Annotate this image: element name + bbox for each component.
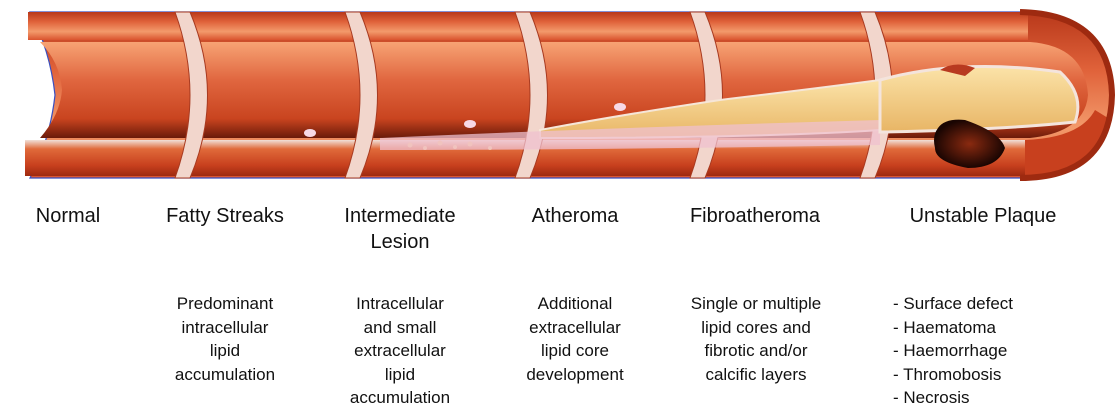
stage-desc-fatty-streaks: Predominant intracellular lipid accumula… [145, 292, 305, 386]
artery-cross-section-illustration [0, 0, 1119, 190]
stage-desc-atheroma: Additional extracellular lipid core deve… [505, 292, 645, 386]
stage-title-unstable-plaque: Unstable Plaque [888, 203, 1078, 229]
stage-desc-unstable-plaque: - Surface defect - Haematoma - Haemorrha… [893, 292, 1093, 410]
stage-title-intermediate-lesion: Intermediate Lesion [325, 203, 475, 255]
stage-desc-intermediate-lesion: Intracellular and small extracellular li… [325, 292, 475, 410]
stage-title-fatty-streaks: Fatty Streaks [145, 203, 305, 229]
stage-desc-fibroatheroma: Single or multiple lipid cores and fibro… [672, 292, 840, 386]
unstable-plaque-lipid [880, 67, 1078, 132]
stage-title-atheroma: Atheroma [505, 203, 645, 229]
stage-title-fibroatheroma: Fibroatheroma [675, 203, 835, 229]
stage-title-normal: Normal [18, 203, 118, 229]
